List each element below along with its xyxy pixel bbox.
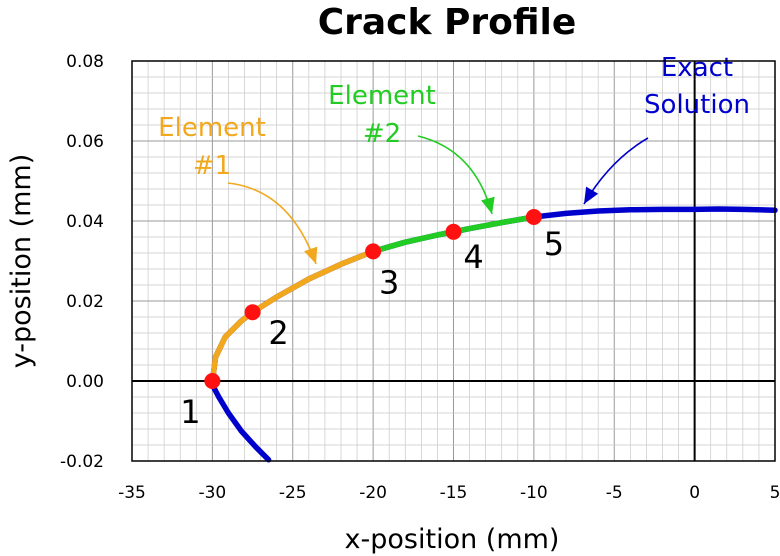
y-tick-label: 0.02 bbox=[66, 292, 104, 312]
x-axis-label: x-position (mm) bbox=[345, 524, 560, 555]
y-tick-label: 0.04 bbox=[66, 212, 104, 232]
node-label-5: 5 bbox=[544, 225, 564, 263]
node-point-1 bbox=[204, 373, 221, 389]
node-label-2: 2 bbox=[268, 314, 288, 352]
node-label-1: 1 bbox=[180, 393, 200, 431]
annotation-arrow-2 bbox=[417, 135, 493, 215]
x-tick-label: -25 bbox=[279, 483, 307, 503]
annotation-1: Element #1 bbox=[158, 113, 266, 181]
annotation-line: Exact bbox=[661, 53, 733, 83]
chart-title: Crack Profile bbox=[318, 2, 577, 43]
x-tick-label: -10 bbox=[520, 483, 548, 503]
x-tick-label: -30 bbox=[198, 483, 226, 503]
annotation-line: #1 bbox=[193, 151, 231, 181]
series-line-1 bbox=[209, 206, 778, 463]
x-tick-label: -15 bbox=[440, 483, 468, 503]
y-axis-label: y-position (mm) bbox=[6, 154, 37, 368]
annotation-line: Element bbox=[158, 113, 266, 143]
tick-labels: -35 -30 -25 -20 -15 -10 -5 0 5 -0.02 0.00 0.02 0.04 0… bbox=[60, 52, 780, 503]
annotation-arrowhead-1 bbox=[304, 246, 318, 264]
annotation-line: Element bbox=[328, 81, 436, 111]
y-tick-label: 0.06 bbox=[66, 132, 104, 152]
y-tick-label: 0.08 bbox=[66, 52, 104, 72]
plot-frame bbox=[131, 60, 776, 462]
node-point-2 bbox=[244, 304, 261, 321]
annotation-line: Solution bbox=[644, 90, 750, 120]
node-label-3: 3 bbox=[379, 263, 399, 301]
node-point-3 bbox=[365, 243, 382, 260]
plot-border bbox=[131, 60, 776, 462]
y-tick-label: 0.00 bbox=[66, 372, 104, 392]
node-label-4: 4 bbox=[463, 238, 483, 276]
annotation-line: #2 bbox=[363, 119, 401, 149]
annotation-2: Element #2 bbox=[328, 81, 436, 149]
x-tick-label: 5 bbox=[770, 483, 780, 503]
node-point-5 bbox=[525, 209, 542, 225]
x-tick-label: -35 bbox=[118, 483, 146, 503]
annotation-arrowhead-3 bbox=[584, 186, 599, 204]
series-layer bbox=[209, 206, 778, 463]
x-tick-label: 0 bbox=[689, 483, 700, 503]
node-point-4 bbox=[445, 223, 462, 240]
x-tick-label: -20 bbox=[359, 483, 387, 503]
y-tick-label: -0.02 bbox=[60, 452, 104, 472]
nodes: 1 2 3 4 5 bbox=[180, 209, 564, 431]
annotation-arrowhead-2 bbox=[481, 196, 495, 214]
zero-axis-lines bbox=[132, 61, 775, 461]
annotation-arrow-1 bbox=[227, 182, 317, 265]
x-tick-label: -5 bbox=[606, 483, 623, 503]
